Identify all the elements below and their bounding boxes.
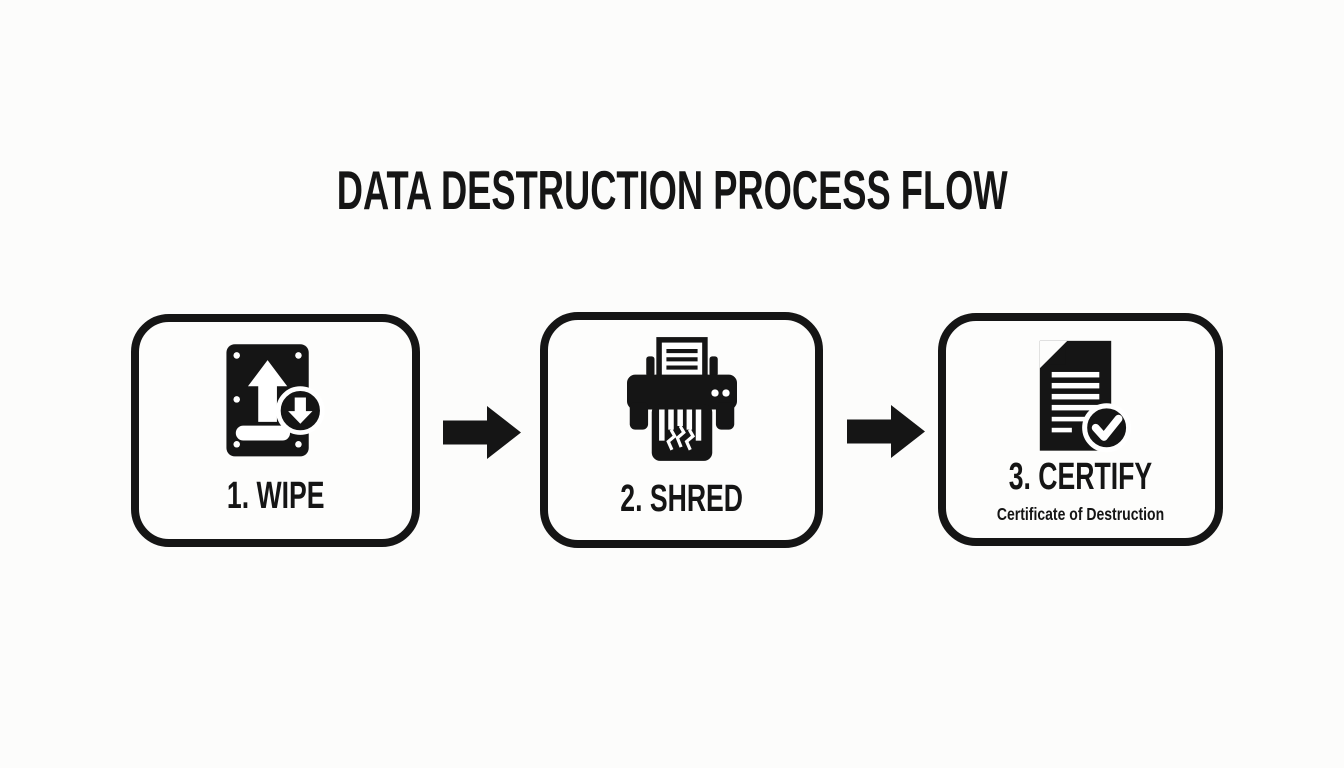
step-label-wipe: 1. WIPE [226, 475, 325, 517]
step-card-certify: 3. CERTIFY Certificate of Destruction [938, 313, 1223, 546]
arrow-right-icon [847, 405, 925, 458]
arrow-right-icon [443, 406, 521, 459]
page-title: DATA DESTRUCTION PROCESS FLOW [0, 160, 1344, 221]
step-card-shred: 2. SHRED [540, 312, 823, 548]
step-label-certify: 3. CERTIFY [1008, 456, 1153, 498]
step-sublabel-certificate: Certificate of Destruction [996, 504, 1165, 524]
step-card-wipe: 1. WIPE [131, 314, 420, 547]
certificate-check-icon [1039, 340, 1131, 453]
step-label-shred: 2. SHRED [620, 478, 743, 520]
shredder-icon [626, 337, 737, 461]
page-title-text: DATA DESTRUCTION PROCESS FLOW [336, 159, 1008, 221]
hard-drive-wipe-icon [225, 344, 325, 457]
